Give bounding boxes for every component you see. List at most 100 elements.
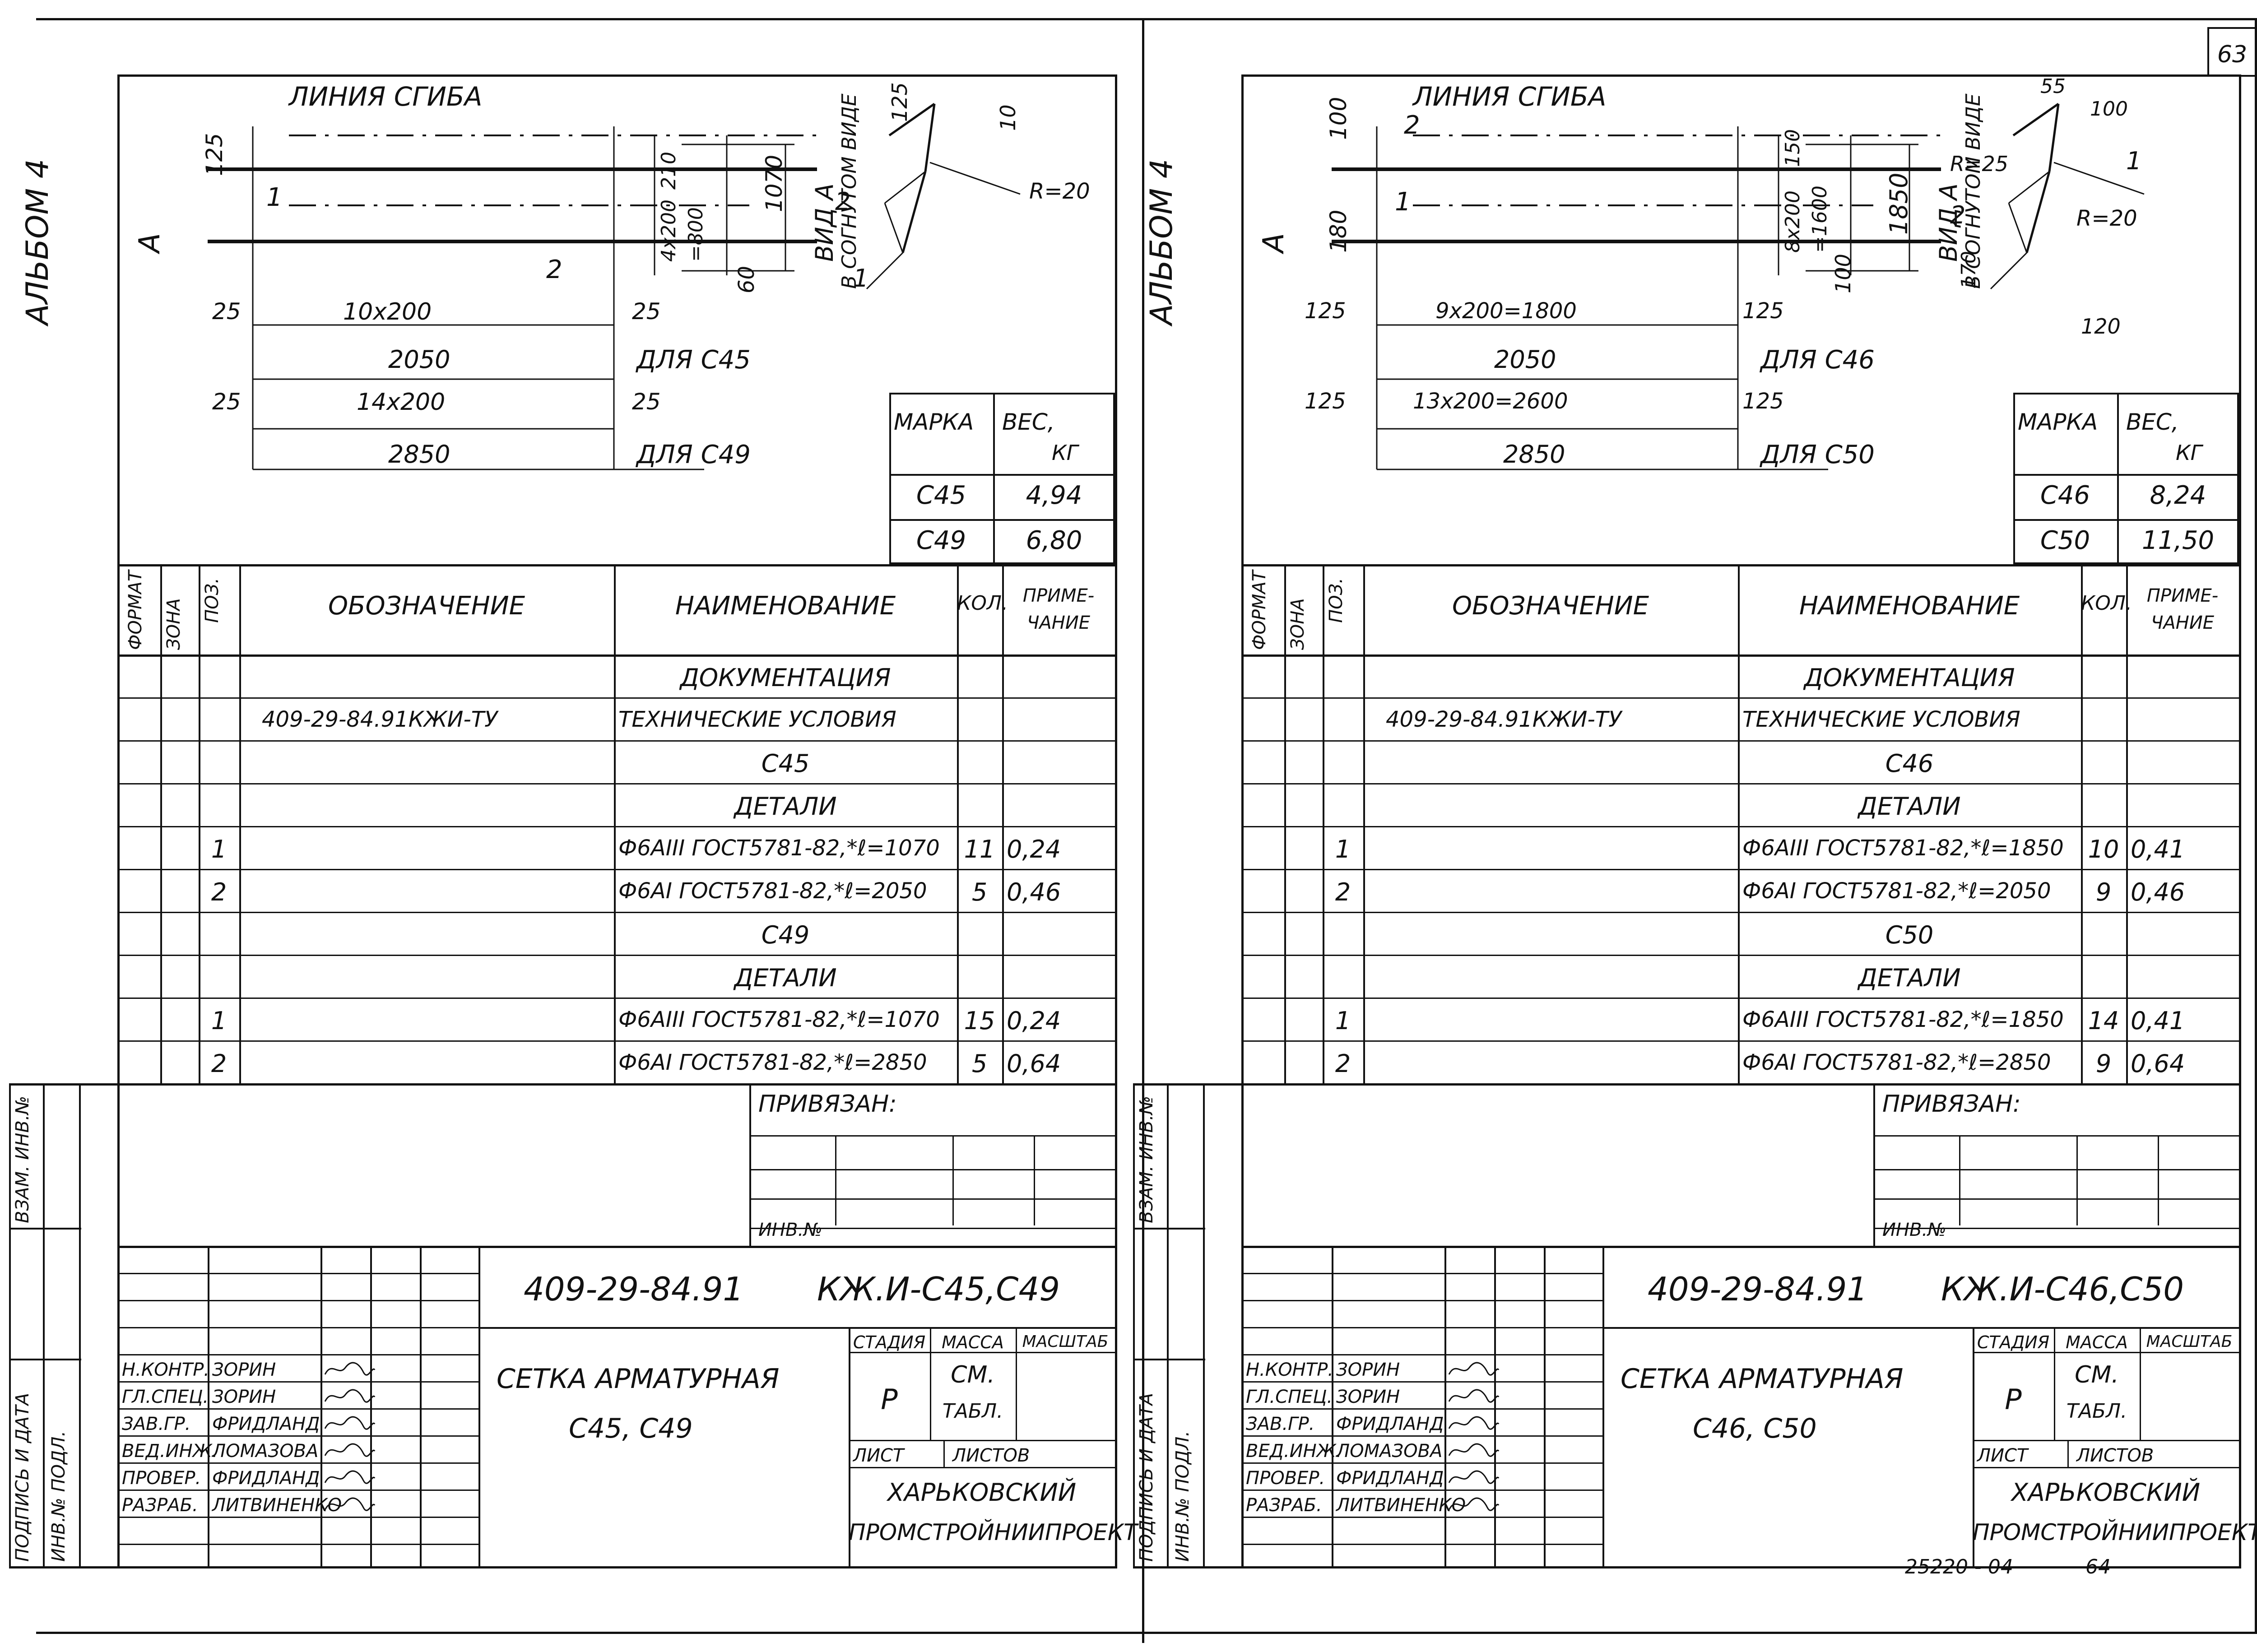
- spec-header-qty: Кол.: [957, 592, 1008, 615]
- rule-line: [1133, 1083, 1135, 1568]
- stage-header: Стадия: [853, 1332, 926, 1352]
- spec-header-designation: Обозначение: [328, 591, 525, 621]
- rule-line: [2207, 27, 2209, 77]
- rule-line: [117, 1300, 478, 1301]
- product-name: Сетка арматурная: [497, 1363, 780, 1395]
- spec-pos: 2: [1335, 878, 1351, 906]
- rule-line: [117, 564, 1115, 566]
- rule-line: [199, 564, 200, 1083]
- spec-name: Детали: [1858, 792, 1961, 821]
- rule-line: [749, 1228, 1115, 1229]
- album-label: Альбом 4: [1144, 158, 1180, 325]
- rule-line: [1973, 1440, 2239, 1441]
- rule-line: [849, 1352, 1115, 1353]
- rule-line: [1241, 1327, 1602, 1328]
- rule-line: [9, 1083, 1115, 1086]
- staff-role: Вед.инж.: [122, 1441, 218, 1462]
- rule-line: [2237, 393, 2239, 564]
- rule-line: [1133, 1083, 2239, 1086]
- staff-name: Фридланд: [212, 1468, 320, 1489]
- dim-25b: 25: [632, 298, 661, 325]
- rule-line: [1142, 18, 1144, 1643]
- rule-line: [1241, 697, 2239, 699]
- weight-value: 4,94: [1026, 481, 1082, 510]
- weight-value: 8,24: [2150, 481, 2206, 510]
- staff-role: Зав.гр.: [1246, 1414, 1315, 1434]
- rule-line: [117, 1354, 478, 1355]
- staff-name: Литвиненко: [1336, 1495, 1466, 1516]
- staff-role: Зав.гр.: [122, 1414, 191, 1434]
- view-dim-125: 125: [887, 82, 912, 122]
- spec-pos: 1: [1335, 835, 1351, 863]
- weight-mark: С45: [916, 481, 966, 510]
- dim-100b: 100: [1831, 254, 1855, 293]
- rule-line: [1034, 1135, 1035, 1225]
- dim-25d: 25: [632, 389, 661, 415]
- rule-line: [1494, 1246, 1496, 1566]
- rule-line: [1241, 1381, 1602, 1383]
- spec-header-qty: Кол.: [2081, 592, 2132, 615]
- dim-150: 150: [1781, 129, 1804, 167]
- staff-name: Фридланд: [1336, 1414, 1444, 1434]
- rule-line: [1544, 1246, 1546, 1566]
- rule-line: [1873, 1169, 2239, 1170]
- rule-line: [117, 1327, 478, 1328]
- rule-line: [117, 654, 1115, 657]
- sheet-header: Лист: [853, 1445, 904, 1466]
- staff-name: Зорин: [1336, 1360, 1400, 1380]
- spec-pos: 1: [1335, 1007, 1351, 1035]
- rule-line: [2255, 27, 2257, 77]
- dim-10x200: 10x200: [343, 298, 432, 325]
- rule-line: [993, 393, 995, 564]
- rule-line: [1284, 564, 1286, 1083]
- staff-name: Ломазова: [212, 1441, 319, 1462]
- rule-line: [117, 826, 1115, 827]
- organization-2: Промстройниипроект: [1973, 1519, 2257, 1545]
- rule-line: [117, 1273, 478, 1274]
- rule-line: [749, 1135, 1115, 1137]
- rule-line: [79, 1083, 81, 1568]
- spec-note: 0,64: [1007, 1049, 1061, 1078]
- rule-line: [1241, 783, 2239, 784]
- signature: [324, 1416, 376, 1430]
- view-radius-25: R=25: [1950, 152, 2009, 176]
- organization-2: Промстройниипроект: [849, 1519, 1138, 1545]
- rule-line: [614, 564, 616, 1083]
- doc-code: 409-29-84.91: [524, 1270, 744, 1308]
- rule-line: [117, 1490, 478, 1491]
- weight-header-weight: Вес,: [2126, 409, 2179, 435]
- rule-line: [1973, 1352, 2239, 1353]
- side-label-replace: Взам. инв.№: [12, 1095, 33, 1223]
- staff-role: Гл.спец.: [1246, 1387, 1333, 1407]
- view-dim-100: 100: [2090, 97, 2128, 121]
- sheet-header: Лист: [1977, 1445, 2028, 1466]
- signature: [324, 1443, 376, 1457]
- dim-125b: 125: [1742, 298, 1784, 324]
- dim-pos-1: 1: [266, 183, 283, 212]
- rule-line: [1241, 1040, 2239, 1042]
- spec-name: Технические условия: [618, 707, 896, 732]
- stage-value: Р: [881, 1383, 898, 1416]
- rule-line: [117, 1040, 1115, 1042]
- mass-value2: табл.: [942, 1400, 1003, 1423]
- mass-header: Масса: [2066, 1332, 2128, 1352]
- rule-line: [208, 1246, 209, 1566]
- rule-line: [1973, 1327, 1974, 1566]
- rule-line: [2239, 564, 2241, 1083]
- spec-header-zone: Зона: [1287, 598, 1308, 650]
- view-pos-1: 1: [2126, 147, 2142, 175]
- rule-line: [1873, 1135, 2239, 1137]
- for-label-a: для С45: [636, 345, 751, 375]
- spec-name: С50: [1885, 921, 1934, 949]
- staff-name: Зорин: [212, 1360, 276, 1380]
- weight-mark: С46: [2040, 481, 2090, 510]
- rule-line: [835, 1135, 836, 1225]
- weight-header-mark: Марка: [894, 409, 974, 435]
- dim-125d: 125: [1742, 389, 1784, 414]
- scale-header: Масштаб: [1022, 1332, 1109, 1351]
- rule-line: [749, 1198, 1115, 1200]
- view-pos-2: 2: [835, 187, 851, 216]
- spec-name: Ф6АI ГОСТ5781-82,*ℓ=2050: [1742, 878, 2051, 904]
- spec-qty: 14: [2088, 1007, 2119, 1035]
- mass-value: См.: [951, 1361, 995, 1388]
